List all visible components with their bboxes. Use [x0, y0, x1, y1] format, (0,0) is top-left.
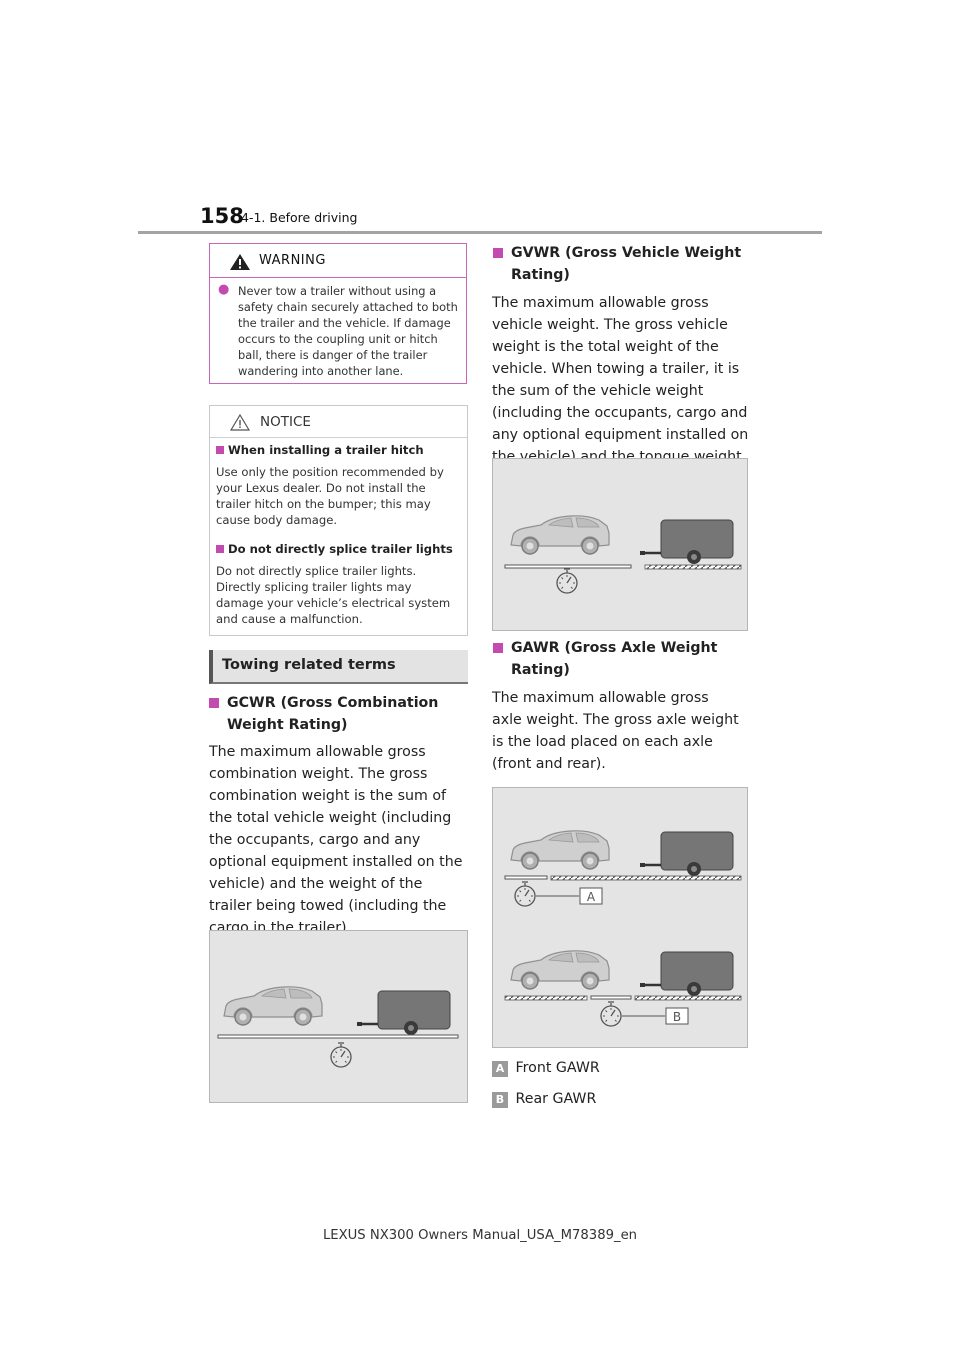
gvwr-text: The maximum allowable gross vehicle weig… — [492, 295, 749, 465]
caution-triangle-icon — [230, 414, 250, 431]
label-badge: B — [492, 1092, 508, 1108]
gawr-illustration: A B — [492, 787, 748, 1048]
warning-text: Never tow a trailer without using a safe… — [238, 284, 458, 378]
notice-item-text: Do not directly splice trailer lights. D… — [216, 564, 451, 626]
legend-item-a: A Front GAWR — [492, 1057, 600, 1079]
notice-header: NOTICE — [210, 406, 467, 438]
gvwr-heading: GVWR (Gross Vehicle Weight Rating) — [493, 242, 753, 286]
warning-bullet: ● Never tow a trailer without using a sa… — [218, 282, 462, 379]
square-bullet-icon — [209, 698, 219, 708]
square-bullet-icon — [216, 545, 224, 553]
gawr-text: The maximum allowable gross axle weight.… — [492, 690, 739, 772]
page-footer: LEXUS NX300 Owners Manual_USA_M78389_en — [322, 1228, 638, 1243]
notice-item-title: When installing a trailer hitch — [216, 443, 424, 457]
warning-text-block: ● Never tow a trailer without using a sa… — [218, 282, 462, 379]
bullet-dot-icon: ● — [218, 282, 230, 297]
warning-title: WARNING — [259, 253, 326, 268]
callout-label-b: B — [673, 1010, 681, 1024]
square-bullet-icon — [216, 446, 224, 454]
section-title: 4-1. Before driving — [241, 210, 358, 225]
warning-triangle-icon — [230, 254, 250, 270]
square-bullet-icon — [493, 643, 503, 653]
callout-label-a: A — [587, 890, 596, 904]
notice-title: NOTICE — [260, 414, 311, 430]
notice-item-text: Use only the position recommended by you… — [216, 465, 444, 527]
gcwr-heading: GCWR (Gross Combination Weight Rating) — [209, 692, 469, 736]
label-badge: A — [492, 1061, 508, 1077]
header-divider — [138, 231, 822, 234]
notice-item-title: Do not directly splice trailer lights — [216, 542, 453, 556]
warning-header: WARNING — [210, 244, 466, 278]
warning-box: WARNING ● Never tow a trailer without us… — [209, 243, 467, 384]
gcwr-text: The maximum allowable gross combination … — [209, 744, 463, 936]
gvwr-illustration — [492, 458, 748, 631]
gcwr-illustration — [209, 930, 468, 1103]
legend-item-b: B Rear GAWR — [492, 1088, 596, 1110]
square-bullet-icon — [493, 248, 503, 258]
notice-box: NOTICE When installing a trailer hitch U… — [209, 405, 468, 636]
towing-section-heading: Towing related terms — [209, 650, 468, 684]
page-number: 158 — [200, 204, 244, 228]
gawr-heading: GAWR (Gross Axle Weight Rating) — [493, 637, 753, 681]
